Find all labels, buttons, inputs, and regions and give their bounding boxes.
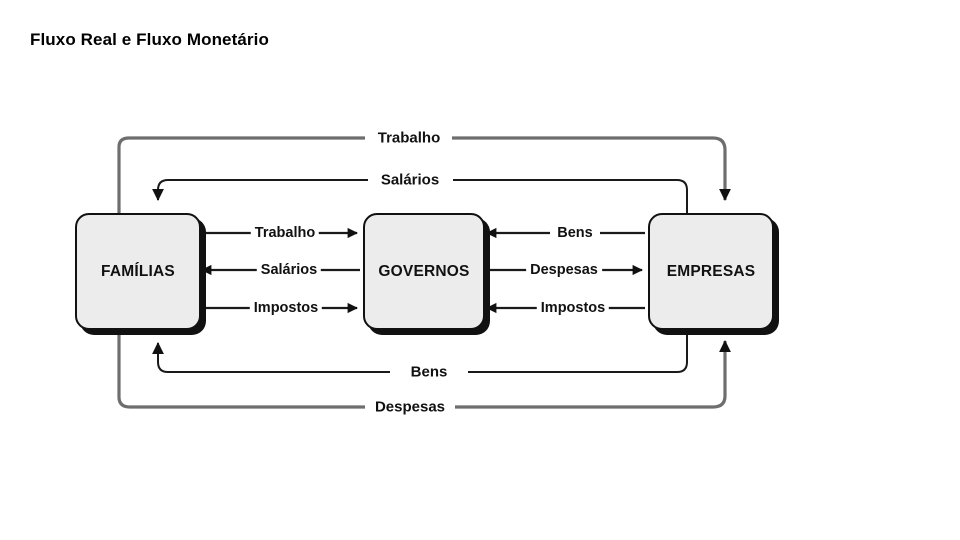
circular-flow-diagram: FAMÍLIAS GOVERNOS EMPRESAS Trabalho Salá… (60, 100, 900, 440)
connector-emp-fam-salarios (152, 179, 688, 213)
flow-label-gov-emp-despesas: Despesas (526, 263, 602, 278)
node-empresas-label: EMPRESAS (666, 262, 756, 280)
flow-label-fam-emp-trabalho: Trabalho (373, 130, 445, 146)
node-familias-label: FAMÍLIAS (101, 262, 175, 280)
flow-label-emp-gov-bens: Bens (553, 226, 597, 241)
connector-fam-emp-despesas (117, 328, 731, 409)
page-title: Fluxo Real e Fluxo Monetário (30, 30, 269, 49)
flow-label-emp-fam-salarios: Salários (376, 172, 444, 188)
node-governos[interactable]: GOVERNOS (363, 213, 485, 330)
node-empresas[interactable]: EMPRESAS (648, 213, 774, 330)
node-familias[interactable]: FAMÍLIAS (75, 213, 201, 330)
flow-label-fam-gov-trabalho: Trabalho (250, 226, 320, 241)
flow-label-emp-gov-impostos: Impostos (536, 301, 610, 316)
connector-emp-fam-bens (152, 328, 688, 373)
flow-label-fam-emp-despesas: Despesas (370, 399, 450, 415)
flow-label-emp-fam-bens: Bens (406, 364, 452, 380)
flow-label-fam-gov-impostos: Impostos (249, 301, 323, 316)
connector-fam-emp-trabalho (117, 136, 731, 213)
node-governos-label: GOVERNOS (378, 262, 470, 280)
flow-label-gov-fam-salarios: Salários (256, 263, 322, 278)
